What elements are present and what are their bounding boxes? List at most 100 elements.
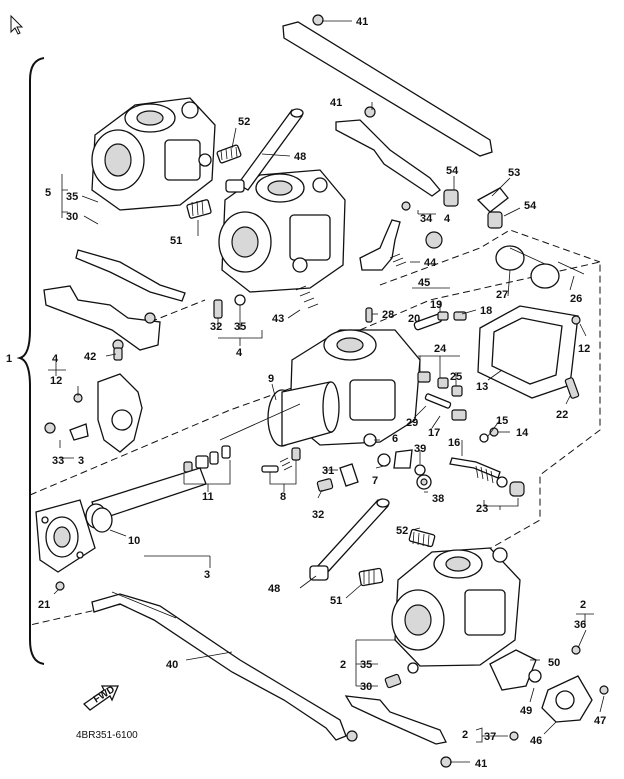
callout-52: 52 <box>396 525 408 537</box>
callout-52: 52 <box>238 116 250 128</box>
callout-8: 8 <box>280 491 286 503</box>
link-plate-lower <box>344 695 447 745</box>
washer-39 <box>414 464 426 476</box>
clip-39 <box>393 449 413 469</box>
callout-16: 16 <box>448 437 460 449</box>
callout-27: 27 <box>496 289 508 301</box>
leader-lines <box>48 20 605 763</box>
callout-2: 2 <box>462 729 468 741</box>
callout-32: 32 <box>210 321 222 333</box>
callout-50: 50 <box>548 657 560 669</box>
bracket-hole <box>111 409 133 431</box>
jet-19 <box>437 311 449 321</box>
callout-13: 13 <box>476 381 488 393</box>
slide-end <box>322 381 340 433</box>
callout-54: 54 <box>524 200 537 212</box>
callout-5: 5 <box>45 187 51 199</box>
cable-sleeve <box>111 591 177 619</box>
link-plate <box>75 249 186 302</box>
callout-33: 33 <box>52 455 64 467</box>
joint-pipe-48-lower <box>314 499 390 575</box>
screw-28 <box>365 307 373 323</box>
callout-2: 2 <box>340 659 346 671</box>
callout-1: 1 <box>6 353 12 365</box>
choke-spring-44 <box>389 253 407 267</box>
choke-gear-34 <box>425 231 443 249</box>
forward-arrow-icon: FWD <box>82 684 119 711</box>
callout-26: 26 <box>570 293 582 305</box>
callout-54: 54 <box>446 165 459 177</box>
callout-42: 42 <box>84 351 96 363</box>
callout-39: 39 <box>414 443 426 455</box>
callout-6: 6 <box>392 433 398 445</box>
callout-48: 48 <box>294 151 306 163</box>
spring-52-lower <box>408 528 436 548</box>
screw-32 <box>213 299 223 319</box>
bolt-icon <box>599 685 609 695</box>
callout-12: 12 <box>578 343 590 355</box>
callout-51: 51 <box>170 235 182 247</box>
float-27 <box>495 245 560 289</box>
top-rail-bar <box>282 21 493 157</box>
washer-7 <box>377 453 391 467</box>
bolt-icon <box>312 14 324 26</box>
callout-36: 36 <box>574 619 586 631</box>
fitting-54b <box>487 211 503 229</box>
callout-45: 45 <box>418 277 430 289</box>
gasket-50 <box>489 649 537 691</box>
bracket-left <box>43 285 161 351</box>
bolt-icon <box>509 731 519 741</box>
callout-17: 17 <box>428 427 440 439</box>
callout-47: 47 <box>594 715 606 727</box>
float-bowl-13 <box>477 305 579 399</box>
callout-4: 4 <box>52 353 59 365</box>
callout-41: 41 <box>475 758 487 770</box>
flange-plate-10 <box>35 499 96 573</box>
callout-37: 37 <box>484 731 496 743</box>
callout-35: 35 <box>360 659 372 671</box>
callout-11: 11 <box>202 491 214 503</box>
throttle-cable-40 <box>91 593 347 741</box>
callout-30: 30 <box>66 211 78 223</box>
screw-30-lower <box>384 673 402 689</box>
callout-21: 21 <box>38 599 50 611</box>
bolt-icon <box>440 756 452 768</box>
pilot-screw-23 <box>449 457 501 479</box>
assembly-1-brace <box>16 57 45 665</box>
float-pin-26 <box>557 261 585 275</box>
carburetor-upper-middle <box>218 169 346 293</box>
washer-35-lower <box>407 662 419 674</box>
callout-24: 24 <box>434 343 447 355</box>
screw-32b <box>316 478 334 492</box>
callout-35: 35 <box>234 321 246 333</box>
bolt-icon <box>571 315 581 325</box>
callout-4: 4 <box>444 213 451 225</box>
jet-16 <box>451 409 467 421</box>
screw-22 <box>564 377 580 399</box>
callout-19: 19 <box>430 299 442 311</box>
nut-33 <box>44 422 56 434</box>
callout-15: 15 <box>496 415 508 427</box>
callout-12: 12 <box>50 375 62 387</box>
jet-24a <box>417 371 431 383</box>
spring-51-upper <box>186 199 212 219</box>
plate-31 <box>339 463 359 487</box>
fitting-53 <box>476 187 509 213</box>
pipe-tee-lower <box>309 565 329 581</box>
spring-10 <box>85 503 113 533</box>
callout-53: 53 <box>508 167 520 179</box>
spring-52-upper <box>216 144 242 164</box>
mouse-pointer-icon <box>10 14 24 35</box>
jet-25 <box>451 385 463 397</box>
carburetor-upper-left <box>91 97 216 211</box>
jet-24b <box>437 377 449 389</box>
callout-3: 3 <box>204 569 210 581</box>
carburetor-lower <box>391 547 521 667</box>
washer-38-inner <box>420 478 428 486</box>
callout-32: 32 <box>312 509 324 521</box>
o-ring-49 <box>528 669 542 683</box>
bolt-icon <box>55 581 65 591</box>
pipe-end <box>376 498 390 508</box>
needle-jet-8 <box>261 447 301 473</box>
